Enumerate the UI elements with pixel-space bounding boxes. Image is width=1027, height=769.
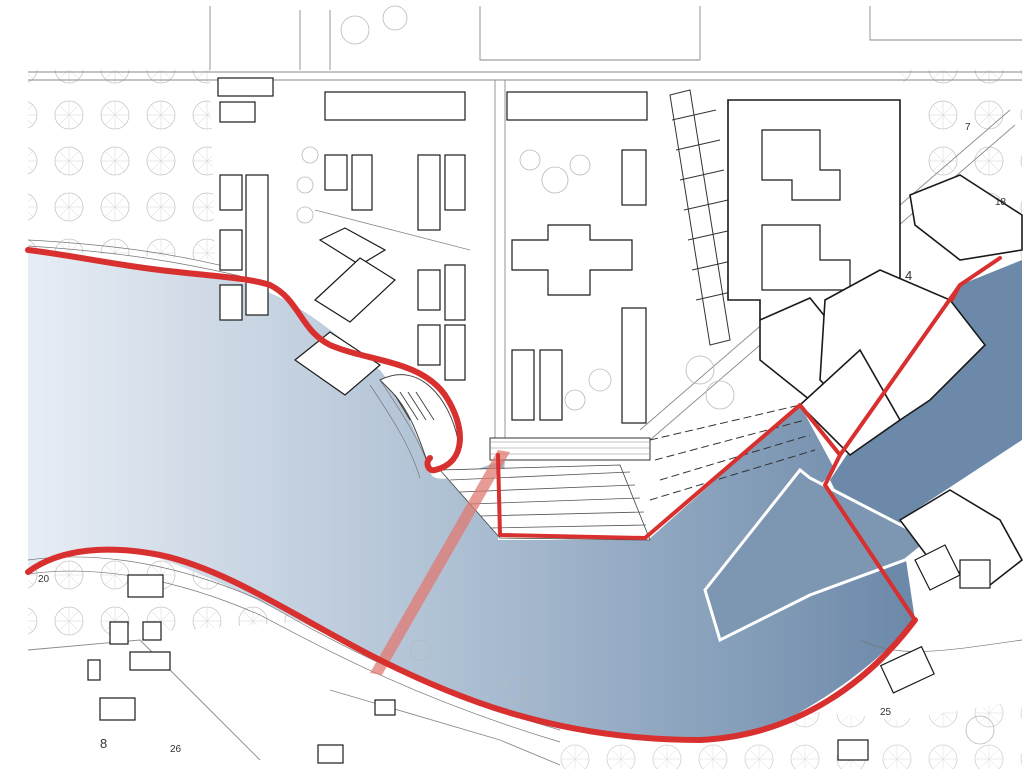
pedestrian-bridge [370, 450, 510, 675]
label-7: 7 [965, 122, 971, 133]
trees [296, 5, 995, 745]
label-18: 18 [995, 197, 1007, 208]
map-labels: 20 8 26 25 4 18 7 [38, 122, 1007, 755]
label-8: 8 [100, 736, 107, 751]
building-blocks [87, 77, 1024, 764]
label-4: 4 [905, 268, 912, 283]
parking-rows [669, 89, 741, 346]
pier [703, 467, 933, 643]
waterfront-route [25, 247, 1002, 743]
label-26: 26 [170, 744, 182, 755]
label-25: 25 [880, 707, 892, 718]
quay-terraces [379, 374, 816, 541]
label-20: 20 [38, 574, 50, 585]
